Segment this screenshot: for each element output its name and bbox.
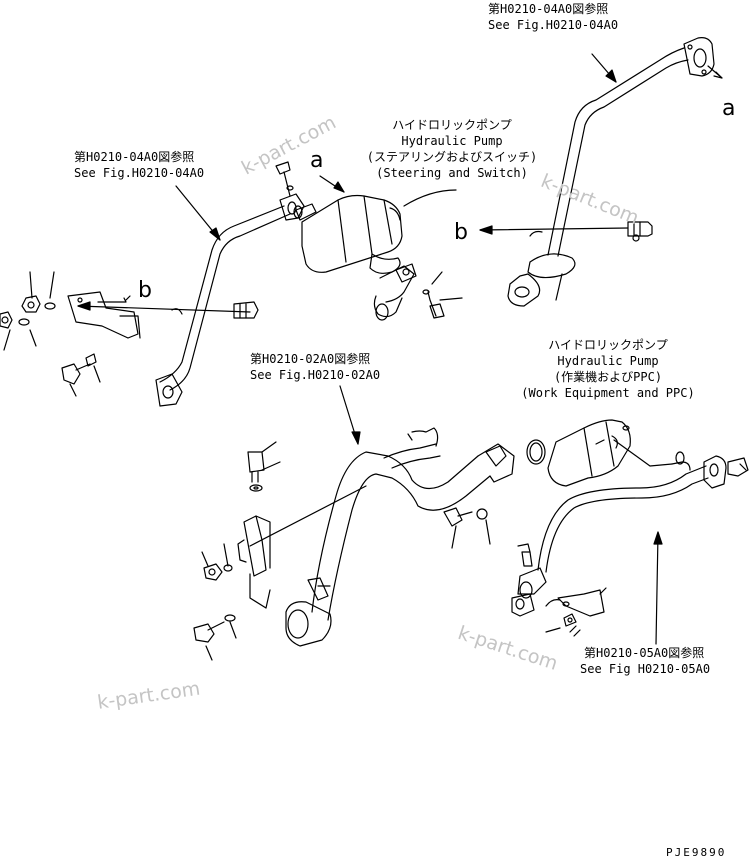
- ref-left-jp: 第H0210-04A0図参照: [74, 150, 195, 164]
- ref-top-right-jp: 第H0210-04A0図参照: [488, 2, 609, 16]
- drawing-code: PJE9890: [666, 846, 727, 859]
- steering-pump-sub-en: (Steering and Switch): [376, 166, 528, 180]
- callout-b-right: b: [454, 220, 468, 245]
- ref-top-right-en: See Fig.H0210-04A0: [488, 18, 619, 32]
- work-pump-sub-jp: (作業機およびPPC): [553, 370, 663, 384]
- ref-left-en: See Fig.H0210-04A0: [74, 166, 205, 180]
- leader-work-pump: [613, 439, 673, 467]
- steering-pump: [275, 161, 403, 274]
- bolt-left-pipe: [171, 301, 259, 319]
- center-suction-pipe: [285, 427, 546, 647]
- leader-b-right: [479, 227, 629, 231]
- ref-center-jp: 第H0210-02A0図参照: [250, 352, 371, 366]
- callout-a-left: a: [310, 148, 324, 173]
- leader-center: [249, 485, 367, 547]
- leader-steering-pump: [403, 189, 457, 207]
- leader-b-left: [77, 305, 251, 313]
- steering-pump-jp: ハイドロリックポンプ: [392, 118, 512, 132]
- left-hardware: [0, 271, 101, 397]
- callout-a-right: a: [722, 96, 736, 121]
- callout-b-left: b: [138, 278, 152, 303]
- ref-bottom-right-en: See Fig H0210-05A0: [580, 662, 711, 676]
- steering-pump-en: Hydraulic Pump: [401, 134, 503, 148]
- left-pipe: [155, 193, 305, 407]
- center-bracket: [193, 441, 491, 661]
- bottom-right-pipe: [511, 451, 749, 637]
- work-pump-jp: ハイドロリックポンプ: [548, 338, 668, 352]
- work-pump-en: Hydraulic Pump: [557, 354, 659, 368]
- work-pump-sub-en: (Work Equipment and PPC): [521, 386, 695, 400]
- leader-bottom-right: [655, 533, 659, 645]
- steering-pump-sub-jp: (ステアリングおよびスイッチ): [366, 150, 538, 164]
- ref-center-en: See Fig.H0210-02A0: [250, 368, 381, 382]
- ref-bottom-right-jp: 第H0210-05A0図参照: [584, 646, 705, 660]
- work-pump: [547, 419, 631, 487]
- bracket-left: [67, 291, 141, 339]
- elbow-fitting: [373, 263, 463, 321]
- top-right-pipe: [507, 37, 723, 307]
- bolt-top-right: [627, 221, 653, 242]
